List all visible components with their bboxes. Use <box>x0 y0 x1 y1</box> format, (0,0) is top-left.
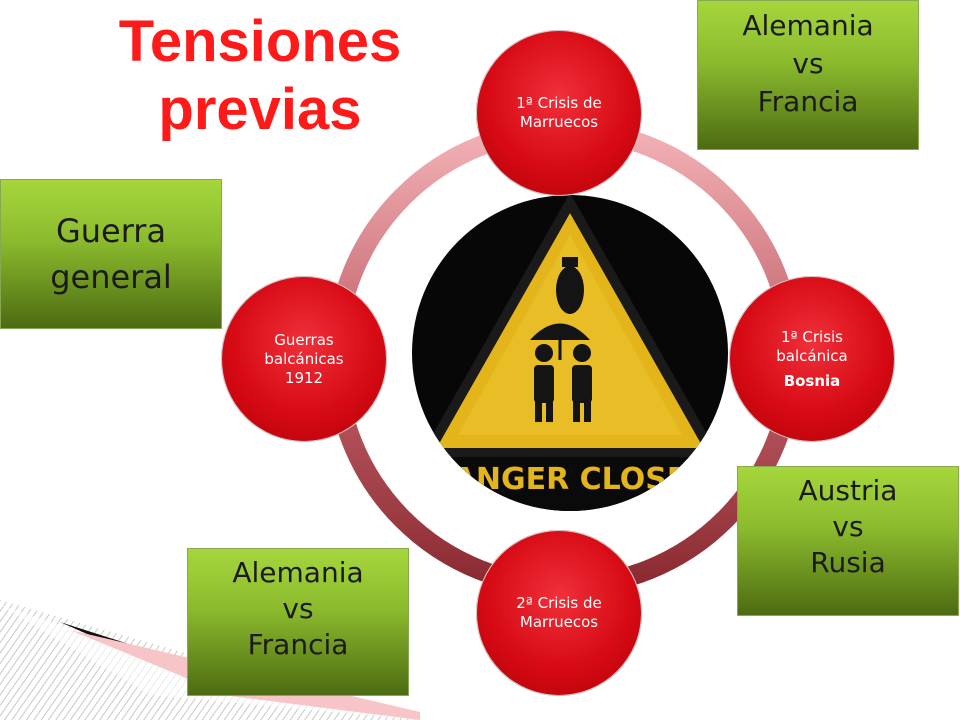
circle-left: Guerras balcánicas 1912 <box>221 276 387 442</box>
circle-left-line-2: balcánicas <box>264 349 344 368</box>
circle-left-line-1: Guerras <box>274 330 334 349</box>
circle-bottom-line-1: 2ª Crisis de <box>516 594 602 612</box>
circle-top-line-2: Marruecos <box>519 113 599 131</box>
box-left-line-2: general <box>50 258 172 296</box>
box-right-line-1: Austria <box>798 474 898 507</box>
circle-top: 1ª Crisis de Marruecos <box>476 30 642 196</box>
box-left-line-1: Guerra <box>55 212 167 250</box>
box-right: Austria vs Rusia <box>737 466 959 616</box>
box-bottom-left-line-1: Alemania <box>232 556 364 589</box>
umbrella-icon <box>530 323 590 360</box>
box-right-line-2: vs <box>832 510 864 543</box>
circle-bottom: 2ª Crisis de Marruecos <box>476 530 642 696</box>
circle-right-line-3: Bosnia <box>783 371 841 390</box>
box-top-right-line-2: vs <box>792 47 824 80</box>
circle-right: 1ª Crisis balcánica Bosnia <box>729 276 895 442</box>
bomb-icon <box>556 257 584 314</box>
circle-left-line-3: 1912 <box>284 368 324 387</box>
circle-right-line-1: 1ª Crisis <box>781 327 843 346</box>
circle-right-line-2: balcánica <box>776 346 848 365</box>
title-line-1: Tensiones <box>118 9 402 74</box>
circle-top-line-1: 1ª Crisis de <box>516 94 602 112</box>
circle-bottom-line-2: Marruecos <box>519 613 599 631</box>
box-top-right: Alemania vs Francia <box>697 0 919 150</box>
box-bottom-left: Alemania vs Francia <box>187 548 409 696</box>
box-right-line-3: Rusia <box>810 546 886 579</box>
people-icon <box>534 344 592 422</box>
danger-sign-image: ANGER CLOSE <box>412 195 728 511</box>
title-line-2: previas <box>158 77 362 142</box>
box-top-right-line-1: Alemania <box>742 9 874 42</box>
page-title: Tensiones previas <box>95 8 425 144</box>
box-bottom-left-line-2: vs <box>282 592 314 625</box>
box-left: Guerra general <box>0 179 222 329</box>
box-top-right-line-3: Francia <box>757 85 859 118</box>
box-bottom-left-line-3: Francia <box>247 628 349 661</box>
